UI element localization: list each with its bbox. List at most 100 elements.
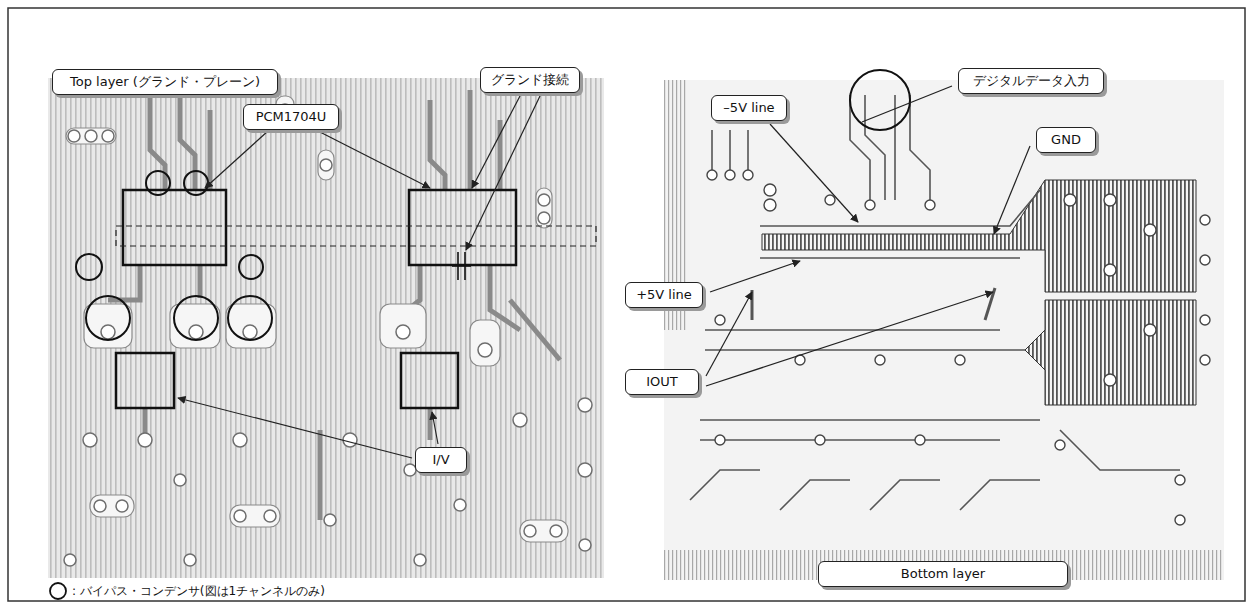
via [1104, 374, 1116, 386]
gnd-plane [1025, 300, 1196, 405]
leader-line [770, 124, 858, 222]
leader-line [472, 96, 520, 188]
label-text: デジタルデータ入力 [969, 73, 1093, 89]
leader-line [706, 292, 752, 376]
digital-input-mark [850, 70, 910, 130]
bypass-circle [76, 254, 102, 280]
via [1175, 515, 1185, 525]
label-text: IOUT [636, 374, 688, 390]
leader-lines [178, 86, 1030, 458]
callout-label: Top layer (グランド・プレーン) [52, 69, 278, 95]
trace [700, 439, 1000, 441]
pad [84, 304, 132, 348]
via [83, 433, 97, 447]
via [707, 170, 717, 180]
via [234, 510, 246, 522]
top-traces [66, 78, 568, 542]
via [396, 325, 410, 339]
label-text: PCM1704U [254, 109, 328, 125]
via [955, 355, 965, 365]
legend-text: : バイパス・コンデンサ(図は1チャンネルのみ) [72, 583, 325, 599]
via [138, 433, 152, 447]
via [524, 525, 536, 537]
via [1064, 194, 1076, 206]
vias [64, 104, 592, 566]
trace [108, 265, 140, 300]
via [414, 554, 426, 566]
via [815, 435, 825, 445]
leader-line [994, 146, 1030, 234]
via [764, 184, 776, 196]
top-layer-photo [48, 78, 604, 578]
trace [468, 90, 473, 190]
label-text: GND [1047, 132, 1085, 148]
via [825, 195, 835, 205]
via [243, 325, 257, 339]
trace [705, 329, 1000, 331]
leader-line [706, 292, 993, 386]
via [1200, 355, 1210, 365]
via [324, 514, 336, 526]
pad [230, 505, 280, 527]
via [538, 212, 550, 224]
label-text: Bottom layer [829, 566, 1057, 582]
callout-label: GND [1036, 127, 1096, 153]
trace [1060, 430, 1180, 470]
via [1200, 255, 1210, 265]
via [184, 554, 196, 566]
iv-chip-outline [116, 353, 174, 408]
label-text: グランド接続 [491, 72, 569, 88]
via [579, 539, 591, 551]
via [1200, 215, 1210, 225]
via [578, 463, 592, 477]
via [101, 325, 115, 339]
via [174, 474, 186, 486]
trace [870, 480, 940, 510]
minus5v-trace [760, 190, 1040, 226]
trace [865, 95, 885, 200]
leader-line [710, 261, 800, 292]
iv-chip-outline [401, 353, 458, 408]
via [1144, 324, 1156, 336]
bypass-capacitor-marks [76, 171, 272, 340]
bypass-circle [174, 296, 218, 340]
trace [960, 480, 1040, 510]
via [189, 325, 203, 339]
trace [910, 95, 930, 200]
via [264, 510, 276, 522]
legend-swatch [48, 581, 68, 601]
via [116, 500, 128, 512]
callout-label: Bottom layer [818, 561, 1068, 587]
via [343, 433, 357, 447]
trace [700, 419, 1040, 421]
dashed-region [116, 226, 596, 246]
pad [318, 150, 334, 180]
via [94, 500, 106, 512]
plus5v-trace [760, 257, 1020, 259]
leader-line [466, 96, 540, 250]
via [715, 435, 725, 445]
gnd-plane [762, 180, 1196, 292]
via [550, 525, 562, 537]
trace [690, 470, 760, 500]
trace [208, 110, 213, 190]
pad [536, 188, 552, 228]
bypass-circle [184, 171, 208, 195]
bypass-circle [239, 255, 263, 279]
figure-frame [8, 8, 1245, 601]
callout-label: PCM1704U [243, 104, 339, 130]
via [64, 554, 76, 566]
via [478, 343, 492, 357]
via [725, 170, 735, 180]
ground-connection-symbol [452, 252, 471, 280]
trace [430, 100, 445, 190]
trace [318, 430, 323, 520]
via [578, 398, 592, 412]
callout-label: IOUT [625, 369, 699, 395]
via [538, 194, 550, 206]
bypass-circle [146, 171, 170, 195]
via [1104, 194, 1116, 206]
bypass-circle [86, 296, 130, 340]
callout-label: +5V line [625, 282, 703, 308]
